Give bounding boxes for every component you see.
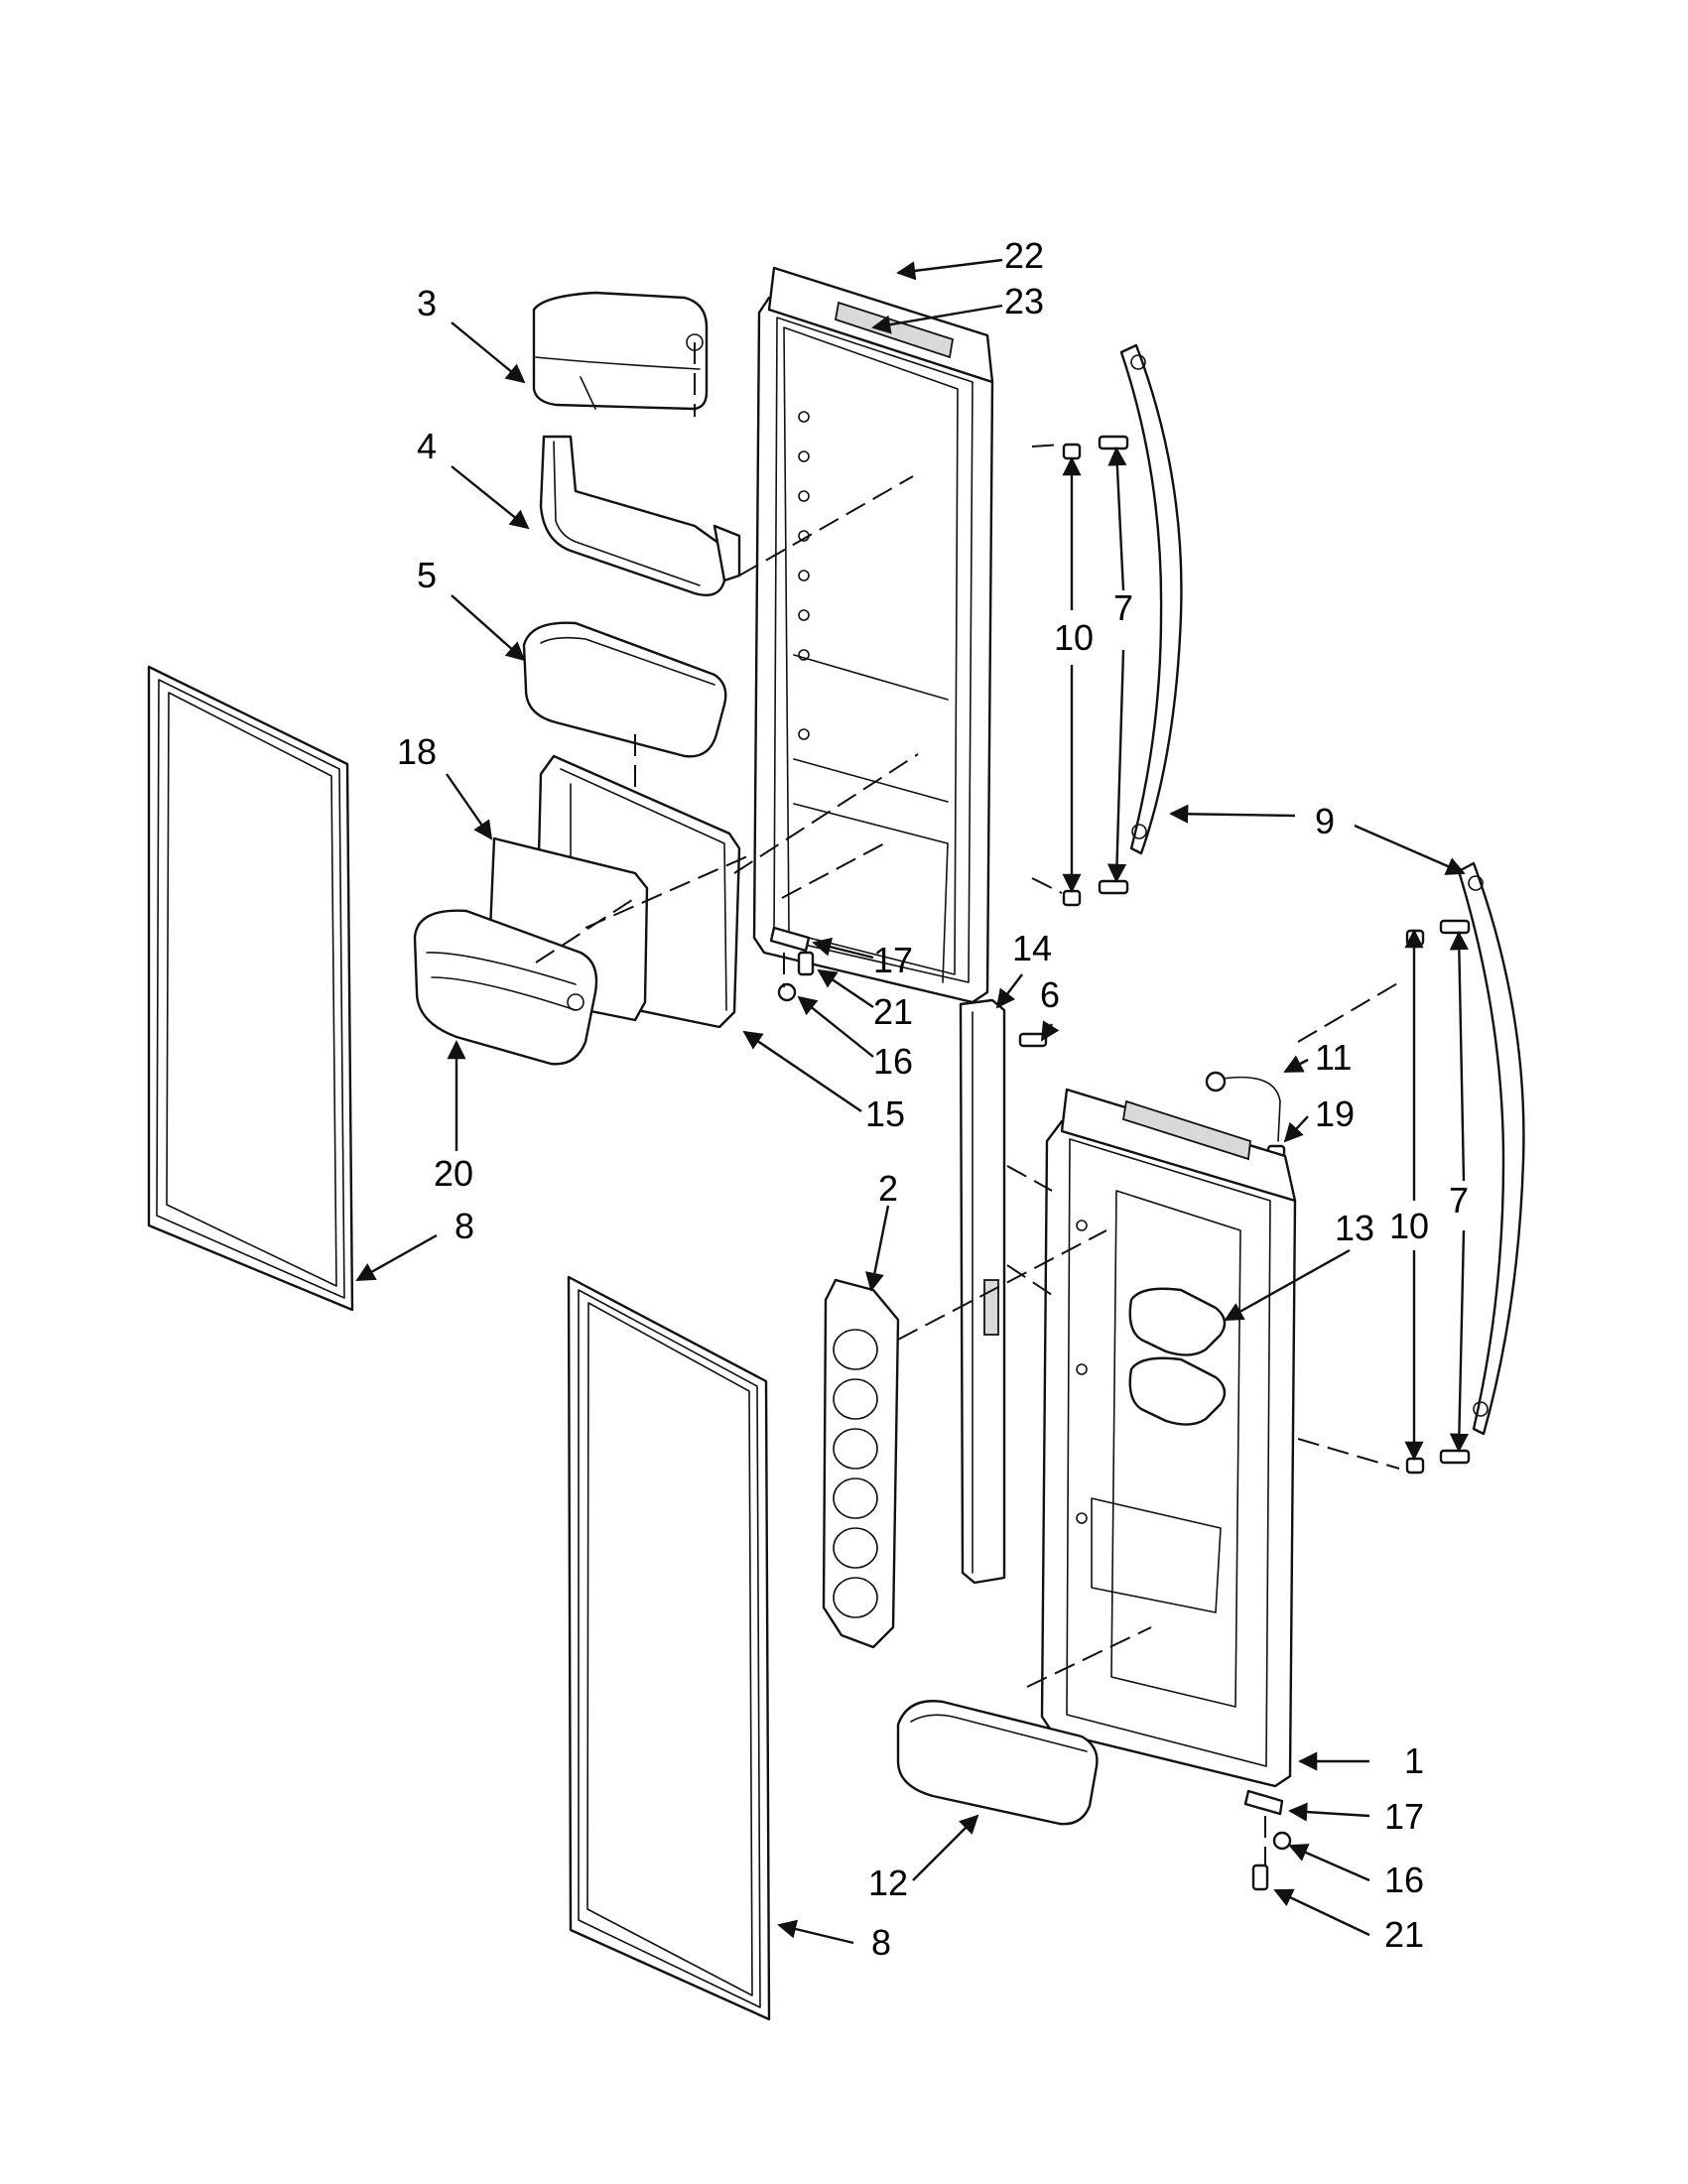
part-8-upper-door-gasket: [147, 665, 354, 1312]
part-14-channel: [959, 998, 1006, 1585]
callout-21-upper: 21: [873, 991, 913, 1032]
callout-6: 6: [1040, 974, 1060, 1015]
callout-labels: 22 23 3 4 5 10 7 18 9 17 21 16 14 6 11 1…: [397, 235, 1469, 1963]
callout-8-lower: 8: [871, 1922, 891, 1963]
part-5-small-door-bin: [522, 621, 727, 758]
part-9-lower-handle: [1457, 861, 1525, 1436]
callout-15: 15: [865, 1093, 905, 1134]
alignment-lines: [535, 342, 1400, 1865]
part-8-lower-door-gasket: [567, 1275, 771, 2021]
part-12-lower-door-bin: [896, 1700, 1099, 1826]
callout-17-upper: 17: [873, 940, 913, 980]
callout-19: 19: [1315, 1093, 1355, 1134]
callout-14: 14: [1012, 928, 1052, 968]
part-20-ice-bucket: [413, 909, 598, 1066]
callout-12: 12: [868, 1863, 908, 1903]
callout-10-lower: 10: [1389, 1206, 1429, 1246]
callout-8-upper: 8: [454, 1206, 474, 1246]
callout-23: 23: [1004, 281, 1044, 321]
callout-leaders: [355, 258, 1469, 1945]
upper-hinge-hardware: [769, 926, 815, 1002]
part-9-upper-handle: [1119, 343, 1183, 855]
callout-22: 22: [1004, 235, 1044, 276]
callout-4: 4: [417, 426, 437, 466]
callout-11: 11: [1315, 1037, 1352, 1078]
part-11-water-tube: [1205, 1071, 1281, 1142]
part-1-lower-door-liner: [1040, 1088, 1297, 1788]
callout-21-lower: 21: [1384, 1914, 1424, 1955]
callout-1: 1: [1404, 1740, 1424, 1781]
callout-10-upper: 10: [1054, 617, 1094, 658]
part-4-upper-door-bin: [539, 435, 741, 597]
callout-20: 20: [434, 1153, 473, 1194]
callout-17-lower: 17: [1384, 1796, 1424, 1837]
callout-7-lower: 7: [1449, 1180, 1469, 1220]
callout-3: 3: [417, 283, 437, 323]
callout-16-lower: 16: [1384, 1860, 1424, 1900]
callout-16-upper: 16: [873, 1041, 913, 1082]
callout-2: 2: [878, 1168, 898, 1209]
part-2-egg-holder: [822, 1278, 900, 1649]
part-3-bin-cover: [532, 291, 709, 411]
upper-door-liner: [752, 266, 994, 1004]
callout-5: 5: [417, 555, 437, 595]
callout-9: 9: [1315, 801, 1335, 841]
lower-hinge-hardware: [1243, 1789, 1292, 1891]
callout-7-upper: 7: [1113, 587, 1133, 628]
callout-18: 18: [397, 731, 437, 772]
callout-13: 13: [1335, 1208, 1374, 1248]
